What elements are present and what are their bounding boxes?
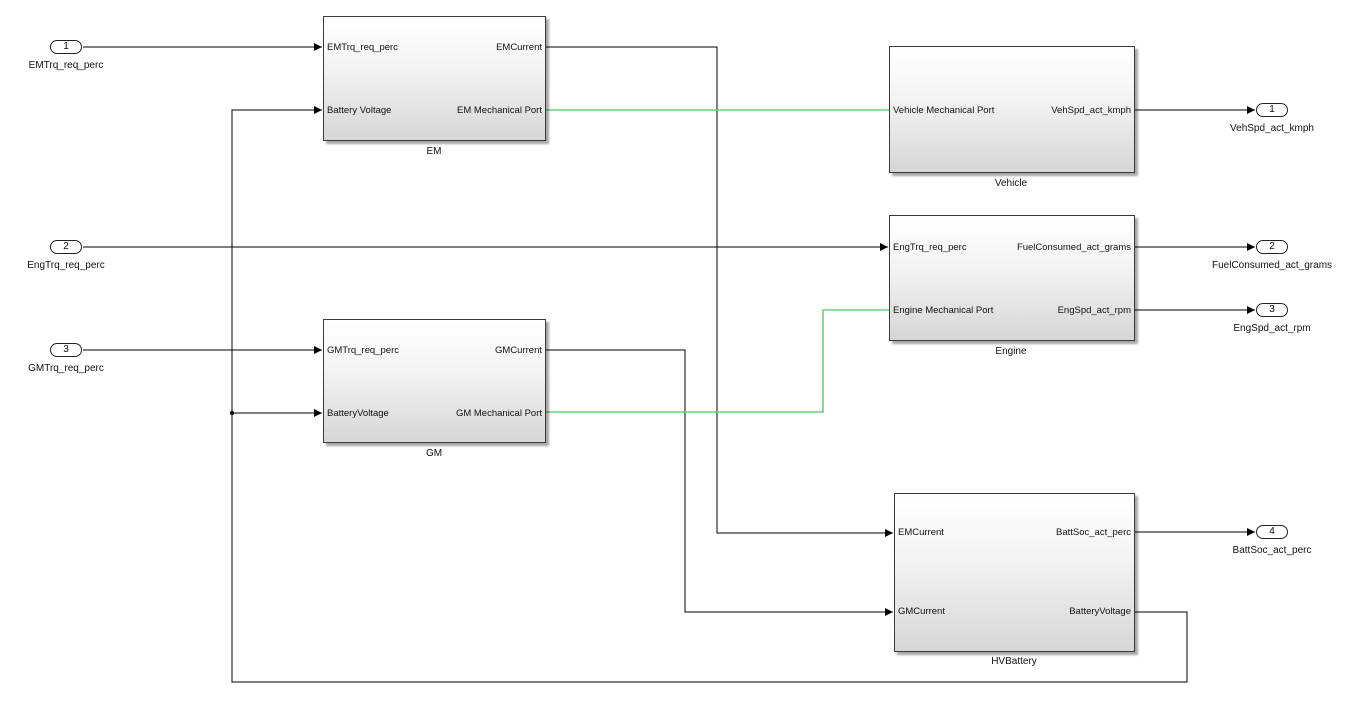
em-input-torque-label: EMTrq_req_perc <box>327 42 398 53</box>
inport-2-name: EngTrq_req_perc <box>27 260 105 271</box>
line-emcurrent[interactable] <box>546 46 893 537</box>
hvbattery-block[interactable]: EMCurrent GMCurrent BattSoc_act_perc Bat… <box>894 493 1135 652</box>
branch-point <box>230 411 234 415</box>
line-gmcurrent[interactable] <box>546 349 893 616</box>
engine-output-fuel-label: FuelConsumed_act_grams <box>1016 242 1131 253</box>
inport-1[interactable]: 1 <box>50 40 82 54</box>
inport-1-number: 1 <box>63 41 69 52</box>
inport-3-number: 3 <box>63 344 69 355</box>
outport-4[interactable]: 4 <box>1256 525 1288 539</box>
outport-4-number: 4 <box>1269 526 1275 537</box>
outport-2-name: FuelConsumed_act_grams <box>1211 260 1333 271</box>
em-block[interactable]: EMTrq_req_perc Battery Voltage EMCurrent… <box>323 16 546 141</box>
gm-input-battery-voltage-label: BatteryVoltage <box>327 408 389 419</box>
inport-2[interactable]: 2 <box>50 240 82 254</box>
inport-1-name: EMTrq_req_perc <box>28 60 104 71</box>
vehicle-block[interactable]: Vehicle Mechanical Port VehSpd_act_kmph <box>889 46 1135 173</box>
outport-1-number: 1 <box>1269 104 1275 115</box>
gm-input-torque-label: GMTrq_req_perc <box>327 345 399 356</box>
outport-3-number: 3 <box>1269 304 1275 315</box>
gm-output-mechanical-port-label: GM Mechanical Port <box>455 408 542 419</box>
outport-3-name: EngSpd_act_rpm <box>1233 323 1311 334</box>
em-output-mechanical-port-label: EM Mechanical Port <box>456 105 542 116</box>
em-output-current-label: EMCurrent <box>496 42 542 53</box>
em-input-battery-voltage-label: Battery Voltage <box>327 105 392 116</box>
hvbattery-input-gmcurrent-label: GMCurrent <box>898 606 945 617</box>
physical-gm-to-engine[interactable] <box>546 309 889 413</box>
gm-block[interactable]: GMTrq_req_perc BatteryVoltage GMCurrent … <box>323 319 546 443</box>
em-block-name: EM <box>426 146 442 157</box>
engine-output-speed-label: EngSpd_act_rpm <box>1057 305 1131 316</box>
outport-1-name: VehSpd_act_kmph <box>1230 123 1314 134</box>
engine-input-torque-label: EngTrq_req_perc <box>893 242 967 253</box>
hvbattery-input-emcurrent-label: EMCurrent <box>898 527 944 538</box>
inport-3[interactable]: 3 <box>50 343 82 357</box>
vehicle-mechanical-port-label: Vehicle Mechanical Port <box>893 105 995 116</box>
hvbattery-output-soc-label: BattSoc_act_perc <box>1056 527 1131 538</box>
gm-block-name: GM <box>425 448 443 459</box>
outport-1[interactable]: 1 <box>1256 103 1288 117</box>
hvbattery-block-name: HVBattery <box>991 656 1037 667</box>
engine-block-name: Engine <box>995 346 1027 357</box>
outport-3[interactable]: 3 <box>1256 303 1288 317</box>
vehicle-block-name: Vehicle <box>994 178 1028 189</box>
gm-output-current-label: GMCurrent <box>495 345 542 356</box>
engine-mechanical-port-label: Engine Mechanical Port <box>893 305 994 316</box>
inport-2-number: 2 <box>63 241 69 252</box>
outport-4-name: BattSoc_act_perc <box>1232 545 1312 556</box>
engine-block[interactable]: EngTrq_req_perc Engine Mechanical Port F… <box>889 215 1135 341</box>
outport-2-number: 2 <box>1269 241 1275 252</box>
hvbattery-output-voltage-label: BatteryVoltage <box>1069 606 1131 617</box>
line-battery-voltage-feedback[interactable] <box>231 106 1188 683</box>
vehicle-output-speed-label: VehSpd_act_kmph <box>1051 105 1131 116</box>
inport-3-name: GMTrq_req_perc <box>28 363 104 374</box>
outport-2[interactable]: 2 <box>1256 240 1288 254</box>
